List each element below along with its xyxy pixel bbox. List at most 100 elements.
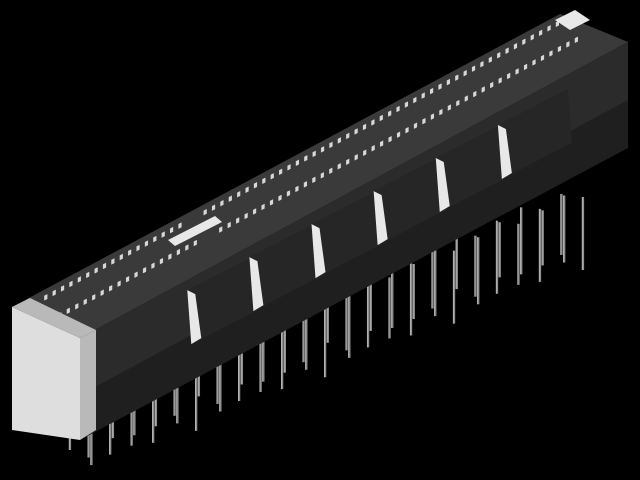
slot-hole-upper (421, 92, 425, 99)
slot-hole-lower (244, 212, 248, 220)
right-end-opening (555, 10, 590, 30)
slot-hole-upper (346, 132, 350, 140)
latch-highlight (249, 257, 264, 312)
latch-highlight (373, 191, 388, 246)
slot-hole-upper (119, 253, 123, 261)
slot-hole-lower (83, 298, 87, 305)
slot-hole-upper (262, 177, 266, 184)
slot-hole-lower (320, 172, 324, 179)
slot-hole-lower (523, 63, 528, 71)
slot-hole-lower (142, 266, 147, 274)
slot-hole-lower (312, 176, 316, 184)
slot-hole-upper (60, 285, 65, 292)
slot-hole-lower (100, 289, 104, 296)
slot-hole-upper (413, 96, 417, 104)
end-cap-top (12, 298, 96, 338)
slot-hole-upper (94, 267, 98, 274)
slot-hole-upper (430, 87, 434, 95)
slot-hole-lower (481, 86, 485, 93)
slot-hole-lower (464, 95, 468, 102)
latch-face (311, 188, 386, 279)
latch-face (435, 122, 510, 213)
slot-hole-lower (236, 217, 240, 224)
slot-hole-upper (287, 164, 291, 171)
slot-hole-upper (86, 271, 90, 279)
slot-hole-lower (329, 167, 333, 175)
latch-highlight (497, 125, 512, 180)
slot-hole-upper (237, 191, 241, 198)
slot-hole-lower (447, 104, 451, 111)
slot-hole-upper (102, 262, 107, 270)
slot-hole-lower (422, 117, 426, 125)
slot-hole-lower (396, 131, 401, 138)
slot-hole-upper (304, 155, 308, 162)
slot-hole-upper (228, 195, 232, 202)
slot-hole-lower (566, 41, 570, 48)
slot-hole-lower (134, 271, 138, 278)
slot-hole-lower (303, 181, 307, 188)
key-divider (168, 216, 222, 246)
slot-hole-lower (125, 276, 130, 283)
slot-hole-lower (193, 239, 197, 247)
end-cap-face (12, 307, 80, 440)
slot-hole-lower (380, 140, 384, 147)
slot-hole-lower (532, 59, 536, 66)
slot-hole-lower (176, 248, 180, 256)
slot-hole-upper (379, 114, 383, 122)
slot-hole-lower (261, 203, 265, 211)
slot-hole-upper (362, 123, 367, 131)
slot-hole-upper (161, 231, 165, 238)
slot-hole-upper (488, 56, 492, 63)
slot-hole-lower (227, 221, 231, 229)
slot-hole-upper (354, 128, 358, 135)
slot-hole-upper (329, 141, 333, 149)
slot-hole-lower (574, 36, 578, 44)
slot-hole-upper (555, 20, 560, 28)
slot-hole-upper (136, 244, 140, 252)
slot-hole-lower (557, 45, 562, 53)
slot-hole-lower (430, 113, 435, 120)
slot-hole-lower (507, 72, 511, 80)
slot-hole-upper (211, 204, 216, 211)
slot-hole-lower (371, 145, 375, 152)
slot-hole-upper (253, 182, 258, 189)
slot-hole-upper (337, 137, 341, 144)
slot-hole-upper (522, 38, 526, 45)
slot-hole-upper (371, 119, 375, 126)
latch-face (249, 221, 324, 312)
slot-hole-lower (405, 126, 409, 134)
latch-highlight (311, 224, 326, 279)
slot-group (44, 20, 578, 319)
slot-hole-lower (269, 199, 274, 206)
slot-hole-lower (151, 262, 155, 269)
slot-hole-upper (404, 101, 409, 108)
end-cap-group (12, 10, 590, 440)
slot-hole-lower (388, 136, 392, 143)
slot-hole-upper (312, 150, 316, 158)
slot-hole-lower (117, 280, 121, 287)
slot-hole-lower (219, 226, 223, 233)
slot-hole-upper (77, 276, 81, 283)
slot-hole-lower (252, 208, 257, 215)
slot-hole-upper (446, 78, 450, 86)
slot-hole-upper (480, 60, 484, 68)
slot-hole-upper (320, 146, 325, 153)
slot-hole-lower (456, 99, 460, 107)
slot-hole-lower (540, 54, 545, 62)
slot-hole-lower (337, 163, 341, 170)
slot-hole-upper (388, 110, 392, 117)
slot-hole-lower (346, 158, 350, 165)
slot-hole-lower (549, 50, 553, 57)
slot-hole-upper (497, 52, 501, 59)
slot-hole-upper (455, 74, 459, 81)
slot-hole-upper (295, 159, 300, 167)
slot-hole-upper (513, 43, 518, 50)
slot-hole-upper (52, 289, 56, 297)
slot-hole-upper (170, 226, 174, 234)
latch-highlight (435, 158, 450, 213)
slot-hole-upper (144, 240, 149, 247)
slot-hole-upper (505, 47, 509, 54)
latch-group (187, 89, 572, 345)
slot-hole-upper (69, 280, 73, 288)
